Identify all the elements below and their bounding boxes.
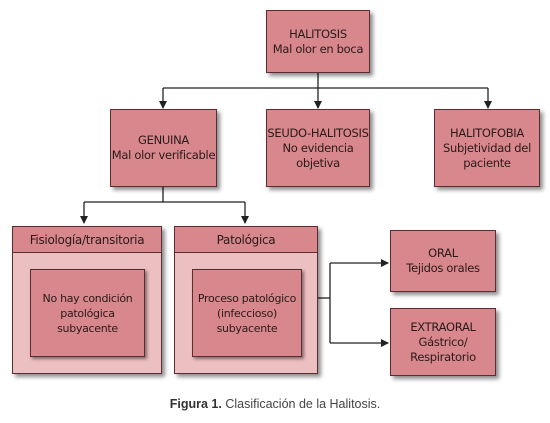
fisiologia-line2: patológica bbox=[60, 306, 115, 320]
patologica-line1: Proceso patológico bbox=[197, 291, 297, 305]
node-halitosis-title: HALITOSIS bbox=[289, 26, 347, 41]
node-patologica-detail: Proceso patológico (infeccioso) subyacen… bbox=[192, 269, 302, 357]
node-extraoral-line2: Gástrico/ bbox=[418, 334, 468, 349]
node-seudo-halitosis: SEUDO-HALITOSIS No evidencia objetiva bbox=[266, 109, 370, 187]
node-genuina-title: GENUINA bbox=[138, 133, 189, 147]
node-extraoral-line1: EXTRAORAL bbox=[410, 319, 476, 334]
patologica-line2: (infeccioso) bbox=[217, 306, 277, 320]
node-genuina-subtitle: Mal olor verificable bbox=[111, 148, 216, 162]
node-oral-title: ORAL bbox=[428, 246, 458, 260]
node-oral: ORAL Tejidos orales bbox=[390, 230, 496, 292]
figure-caption-text: Clasificación de la Halitosis. bbox=[221, 397, 381, 411]
node-seudo-line2: No evidencia bbox=[282, 140, 354, 155]
panel-patologica: Patológica Proceso patológico (infeccios… bbox=[174, 226, 318, 374]
node-halitosis-subtitle: Mal olor en boca bbox=[272, 41, 364, 56]
fisiologia-line1: No hay condición bbox=[42, 291, 133, 305]
node-genuina: GENUINA Mal olor verificable bbox=[110, 109, 217, 187]
node-oral-subtitle: Tejidos orales bbox=[406, 261, 480, 275]
panel-patologica-header: Patológica bbox=[175, 227, 317, 253]
node-extraoral-line3: Respiratorio bbox=[410, 349, 476, 364]
node-halitofobia-line1: HALITOFOBIA bbox=[450, 125, 524, 140]
node-extraoral: EXTRAORAL Gástrico/ Respiratorio bbox=[390, 308, 496, 376]
node-halitosis: HALITOSIS Mal olor en boca bbox=[266, 10, 370, 73]
figure-caption-label: Figura 1. bbox=[169, 397, 222, 411]
node-halitofobia-line2: Subjetividad del bbox=[443, 140, 531, 155]
patologica-line3: subyacente bbox=[216, 321, 278, 335]
panel-fisiologia: Fisiología/transitoria No hay condición … bbox=[12, 226, 162, 374]
panel-fisiologia-header: Fisiología/transitoria bbox=[13, 227, 161, 253]
node-seudo-line3: objetiva bbox=[296, 155, 340, 170]
fisiologia-line3: subyacente bbox=[57, 321, 118, 335]
node-halitofobia-line3: paciente bbox=[463, 155, 511, 170]
node-seudo-line1: SEUDO-HALITOSIS bbox=[267, 125, 369, 140]
figure-caption: Figura 1. Clasificación de la Halitosis. bbox=[0, 397, 550, 411]
node-fisiologia-detail: No hay condición patológica subyacente bbox=[30, 269, 145, 357]
node-halitofobia: HALITOFOBIA Subjetividad del paciente bbox=[434, 109, 540, 187]
